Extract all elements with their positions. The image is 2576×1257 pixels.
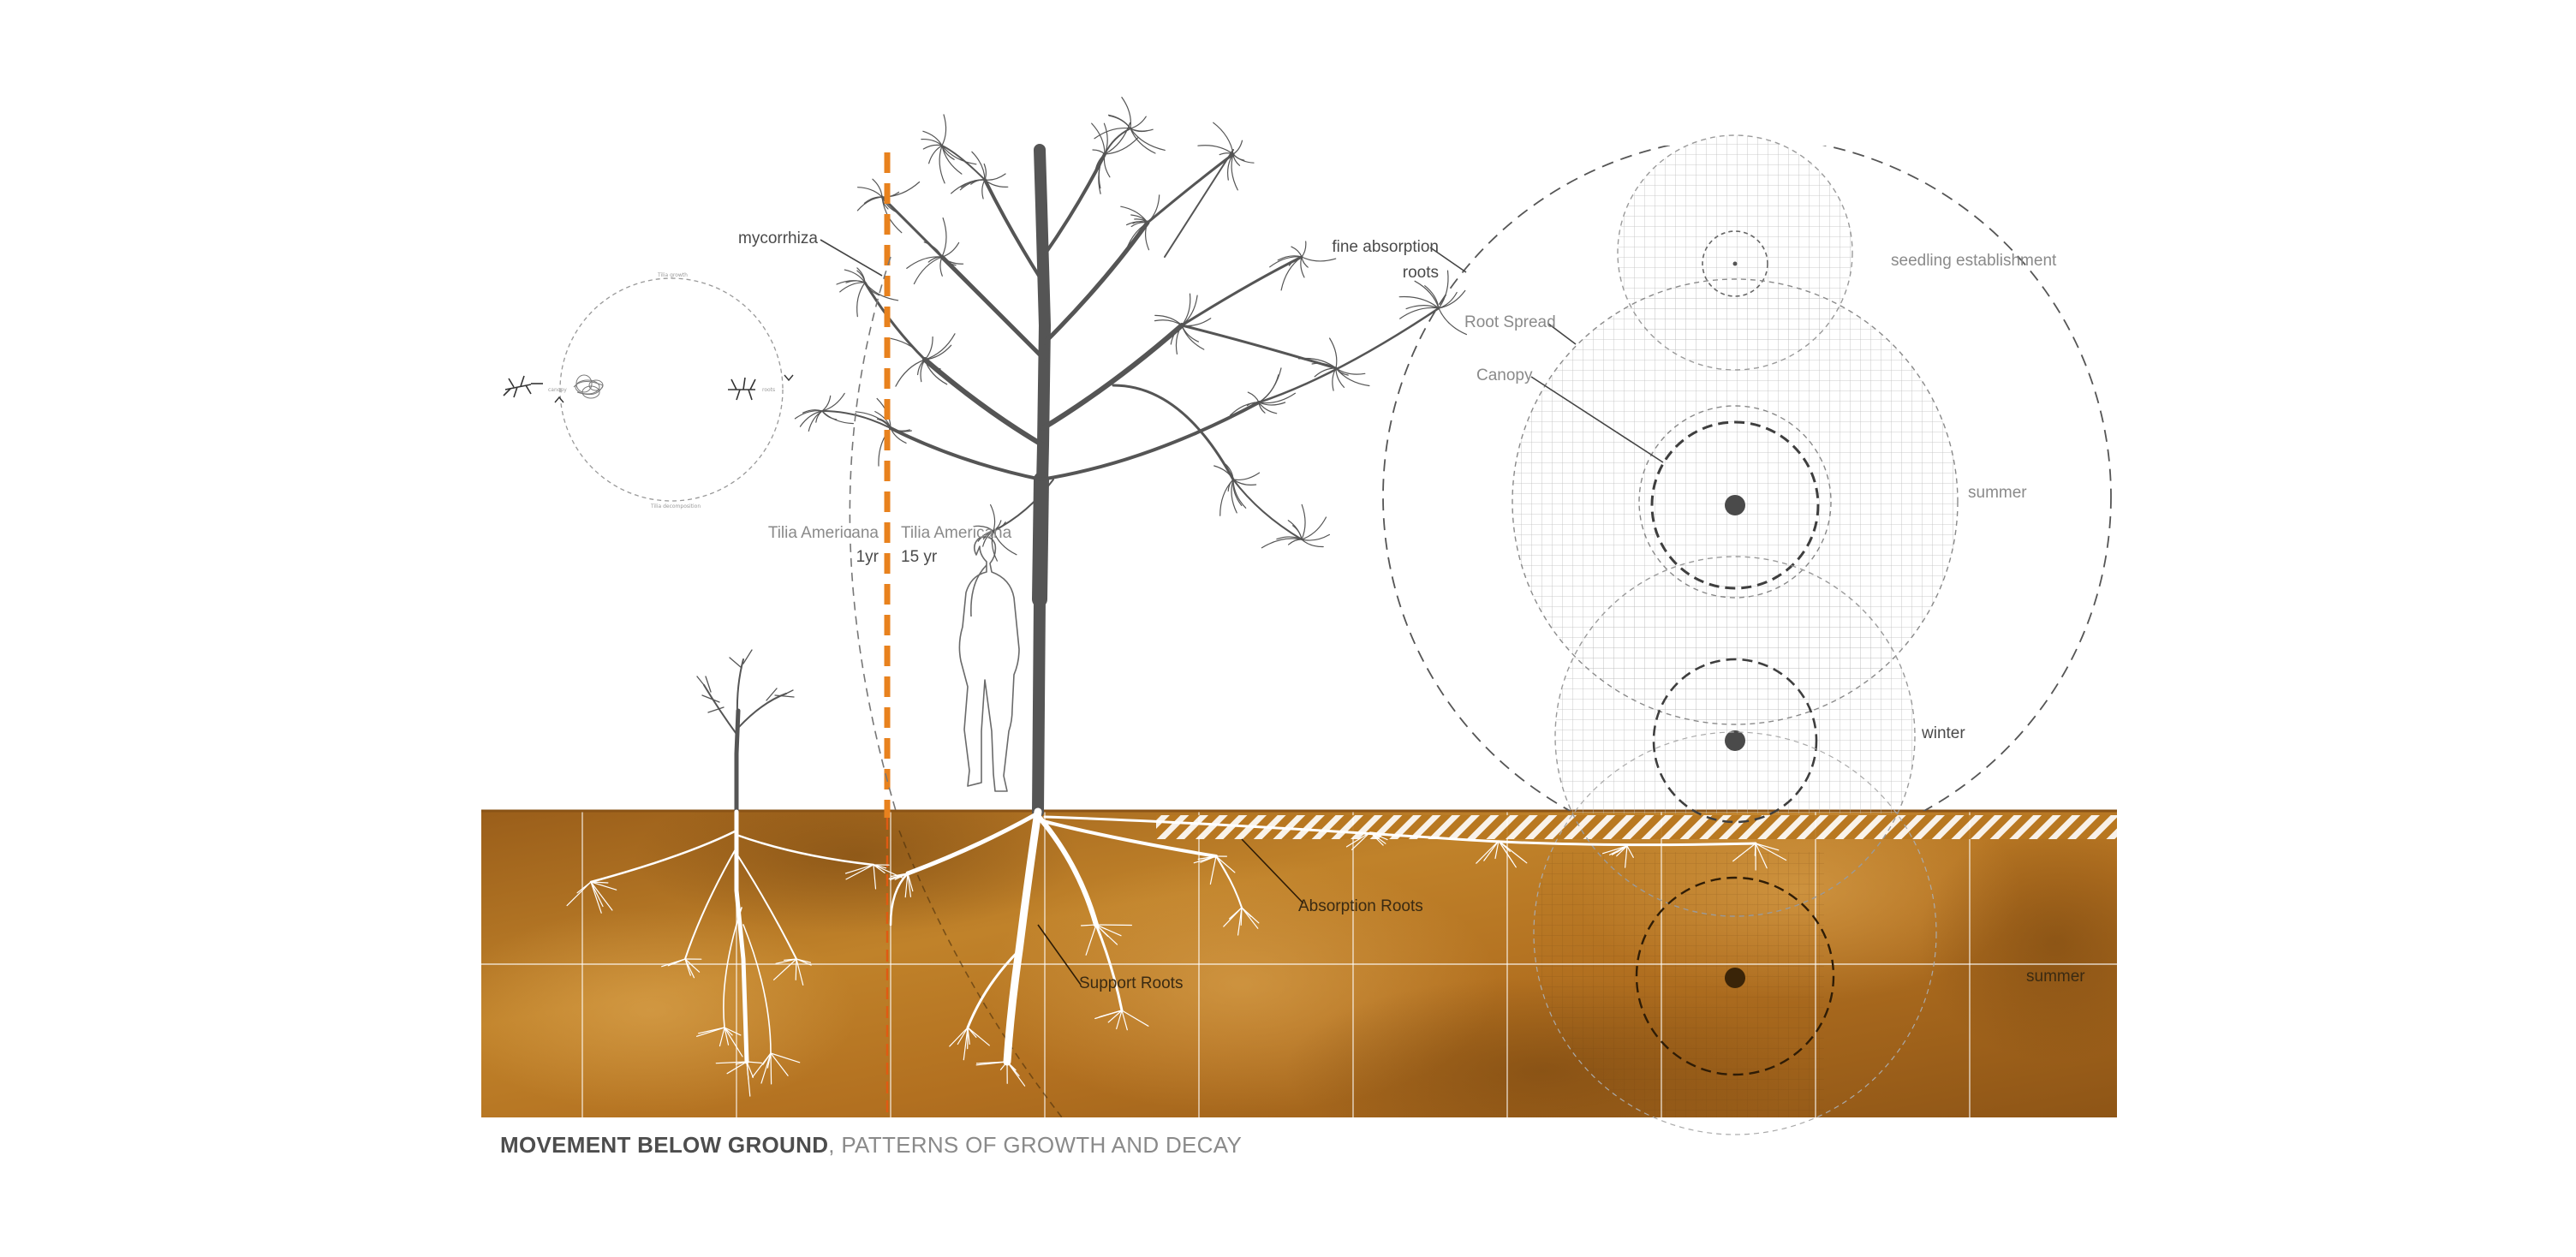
fine-root: [1755, 843, 1756, 855]
caption-bold: MOVEMENT BELOW GROUND: [500, 1132, 828, 1158]
tilia-15yr-name-label: Tilia Americana: [901, 524, 1011, 543]
fine-root: [771, 1053, 772, 1084]
crown-twig: [1155, 320, 1183, 325]
crown-twig: [1105, 123, 1130, 155]
crown-twig: [942, 218, 946, 257]
tilia-15yr-age-label: 15 yr: [901, 548, 937, 567]
winter-label: winter: [1922, 724, 1965, 743]
crown-twig: [873, 179, 882, 197]
crown-twig: [1259, 402, 1277, 414]
crown-twig: [1248, 392, 1259, 402]
crown-twig: [1439, 308, 1466, 335]
caption-rest: , PATTERNS OF GROWTH AND DECAY: [828, 1132, 1242, 1158]
crown-twig: [1302, 504, 1305, 539]
crown-twig: [857, 283, 865, 317]
fine-absorption-roots-label: fine absorption roots: [1319, 235, 1439, 286]
mycorrhiza-label: mycorrhiza: [738, 229, 818, 248]
crown-twig: [1130, 128, 1165, 150]
crown-twig: [1233, 140, 1243, 154]
crown-twig: [951, 180, 985, 194]
cycle-left-label: canopy: [548, 387, 567, 393]
crown-twig: [857, 197, 882, 211]
crown-twig: [858, 188, 882, 197]
crown-twig: [942, 146, 962, 174]
crown-twig: [1213, 122, 1233, 154]
crown-twig: [1259, 368, 1281, 402]
fine-root: [1096, 925, 1131, 926]
crown-twig: [1109, 116, 1130, 128]
soil-band: [445, 779, 2192, 1165]
crown-twig: [1109, 115, 1131, 128]
cycle-bottom-label: Tilia decomposition: [651, 503, 701, 509]
crown-twig: [1104, 154, 1109, 177]
seedling-establishment-label: seedling establishment: [1891, 252, 2056, 271]
crown-twig: [907, 257, 942, 269]
cycle-top-label: Tilia growth: [658, 272, 688, 278]
summer-below-label: summer: [2026, 968, 2085, 986]
crown-twig: [1291, 247, 1302, 257]
crown-twig: [840, 283, 865, 292]
crown-twig: [1330, 338, 1337, 368]
fine-absorption-line2: roots: [1319, 260, 1439, 286]
figure-caption: MOVEMENT BELOW GROUND, PATTERNS OF GROWT…: [500, 1132, 1242, 1159]
fine-absorption-line1: fine absorption: [1319, 235, 1439, 260]
young-tree-1yr: [697, 650, 794, 812]
crown-twig: [808, 411, 822, 431]
crown-twig: [1130, 116, 1146, 128]
crown-twig: [972, 152, 985, 180]
crown-twig: [1220, 480, 1233, 515]
summer-above-label: summer: [1968, 484, 2027, 503]
tilia-1yr-name-label: Tilia Americana: [736, 524, 879, 543]
crown-twig: [942, 115, 946, 146]
canopy-label: Canopy: [1476, 366, 1533, 385]
human-silhouette: [959, 537, 1019, 791]
crown-twig: [985, 174, 1005, 180]
crown-twig: [1233, 473, 1260, 480]
crown-twig: [1093, 150, 1105, 154]
growth-decay-cycle: [504, 278, 793, 501]
support-roots-label: Support Roots: [1079, 974, 1183, 993]
crown-twig: [925, 345, 951, 360]
crown-twig: [1289, 539, 1302, 545]
crown-twig: [1302, 241, 1306, 257]
cycle-right-label: roots: [762, 387, 775, 393]
tilia-1yr-age-label: 1yr: [822, 548, 879, 567]
absorption-roots-label: Absorption Roots: [1298, 897, 1423, 916]
crown-twig: [925, 337, 933, 360]
mature-tree-15yr: [795, 98, 1466, 812]
root-spread-label: Root Spread: [1464, 313, 1556, 332]
